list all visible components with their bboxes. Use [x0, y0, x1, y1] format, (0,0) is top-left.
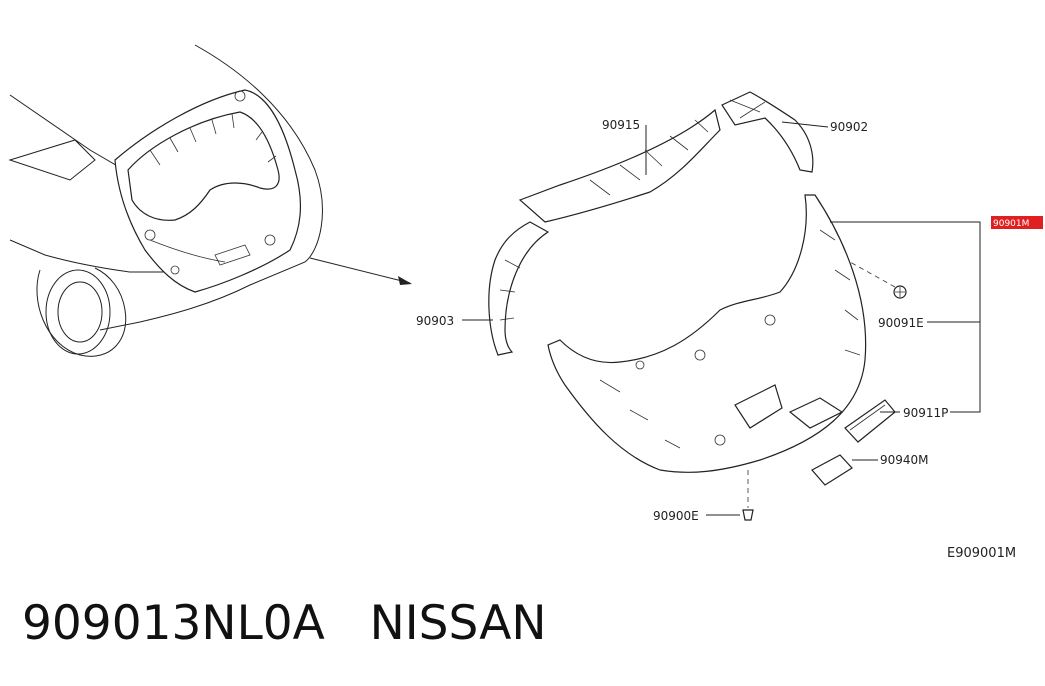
part-90940M-bezel[interactable]	[811, 454, 853, 486]
part-90903-left-side-trim[interactable]	[488, 221, 550, 356]
label-90915: 90915	[602, 118, 640, 132]
leader-lines	[462, 121, 981, 516]
label-90902: 90902	[830, 120, 868, 134]
part-90902-upper-side-trim[interactable]	[721, 91, 814, 173]
part-90901M-main-trim[interactable]	[547, 194, 867, 473]
part-90900E-screw[interactable]	[742, 470, 754, 521]
label-90911P: 90911P	[903, 406, 948, 420]
part-90911P-cover[interactable]	[844, 399, 896, 443]
diagram-reference: E909001M	[947, 546, 1016, 561]
label-90901M[interactable]: 90901M	[993, 219, 1029, 229]
label-90901M-highlight	[991, 216, 1043, 229]
label-90940M: 90940M	[880, 453, 929, 467]
part-number-caption: 909013NL0A NISSAN	[22, 596, 547, 651]
label-90091E: 90091E	[878, 316, 924, 330]
part-90091E-clip[interactable]	[849, 261, 907, 299]
label-90903: 90903	[416, 314, 454, 328]
label-90900E: 90900E	[653, 509, 699, 523]
part-90915-upper-trim[interactable]	[518, 108, 721, 223]
vehicle-rear-illustration	[8, 44, 412, 357]
